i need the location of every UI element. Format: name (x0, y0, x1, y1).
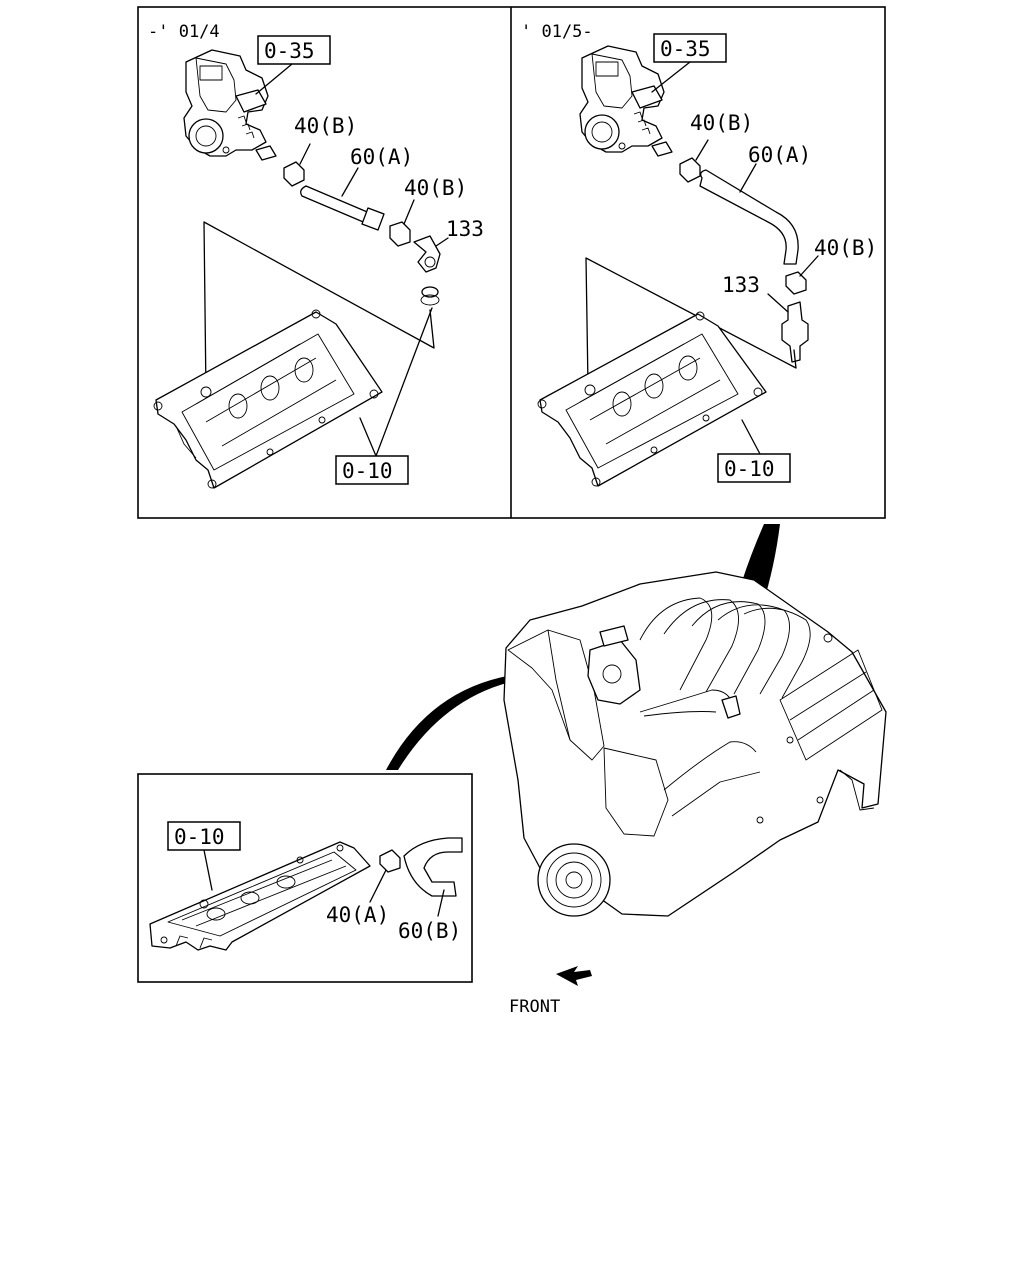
left-upper-clip (283, 143, 311, 187)
left-throttle-ref: 0-35 (264, 39, 315, 63)
left-cover-leaders (359, 307, 433, 457)
left-reference-lines (203, 221, 435, 395)
left-head-cover (153, 309, 383, 489)
right-hose-leader (739, 163, 757, 193)
right-upper-clip-leader (695, 139, 709, 161)
left-pcv-valve (413, 235, 449, 273)
right-panel: ' 01/5- (521, 22, 877, 487)
left-cover-ref: 0-10 (342, 459, 393, 483)
right-pcv-valve (767, 293, 809, 363)
inset-head-cover (149, 841, 371, 951)
front-arrow-icon (556, 966, 592, 986)
right-hose-label: 60(A) (748, 143, 811, 167)
left-throttle-leader (255, 63, 293, 95)
left-cover-ref-box (335, 455, 409, 485)
inset-panel: 0-10 40(A) 60(B) (137, 773, 473, 983)
inset-cover-ref: 0-10 (174, 825, 225, 849)
right-lower-clip-label: 40(B) (814, 236, 877, 260)
right-cover-leader (741, 419, 761, 455)
top-frame (137, 6, 886, 519)
inset-frame-border (137, 773, 473, 983)
left-hose (300, 167, 385, 231)
inset-clip (369, 849, 401, 903)
inset-cover-leader (203, 849, 213, 891)
left-lower-clip-label: 40(B) (404, 176, 467, 200)
left-valve-label: 133 (446, 217, 484, 241)
left-upper-clip-leader (299, 143, 311, 165)
right-reference-lines (585, 257, 797, 387)
right-head-cover (537, 311, 767, 487)
left-throttle-body (183, 49, 277, 161)
left-lower-clip (389, 199, 415, 247)
left-throttle-ref-box (257, 35, 331, 65)
front-label: FRONT (509, 997, 560, 1017)
right-cover-ref-box (717, 453, 791, 483)
engine-illustration (503, 571, 887, 917)
right-throttle-ref: 0-35 (660, 37, 711, 61)
inset-pointer-swoosh (386, 671, 560, 770)
left-period-label: -' 01/4 (148, 22, 220, 42)
right-valve-label: 133 (722, 273, 760, 297)
right-valve-leader (767, 293, 789, 313)
right-hose (699, 163, 799, 265)
right-upper-clip (679, 139, 709, 183)
right-throttle-leader (651, 61, 691, 93)
left-valve-leader (435, 237, 449, 247)
inset-hose-label: 60(B) (398, 919, 461, 943)
right-cover-ref: 0-10 (724, 457, 775, 481)
right-throttle-ref-box (653, 33, 727, 63)
right-period-label: ' 01/5- (521, 22, 593, 42)
inset-hose (403, 837, 463, 917)
left-hose-label: 60(A) (350, 145, 413, 169)
inset-clip-leader (369, 869, 387, 903)
left-hose-leader (341, 167, 359, 197)
inset-clip-label: 40(A) (326, 903, 389, 927)
right-throttle-body (579, 45, 673, 157)
inset-hose-leader (437, 889, 445, 917)
left-upper-clip-label: 40(B) (294, 114, 357, 138)
left-panel: -' 01/4 (148, 22, 484, 489)
left-grommet (420, 286, 440, 306)
front-indicator: FRONT (509, 966, 592, 1017)
right-lower-clip-leader (799, 255, 819, 277)
right-upper-clip-label: 40(B) (690, 111, 753, 135)
left-lower-clip-leader (403, 199, 415, 225)
right-lower-clip (785, 255, 819, 295)
